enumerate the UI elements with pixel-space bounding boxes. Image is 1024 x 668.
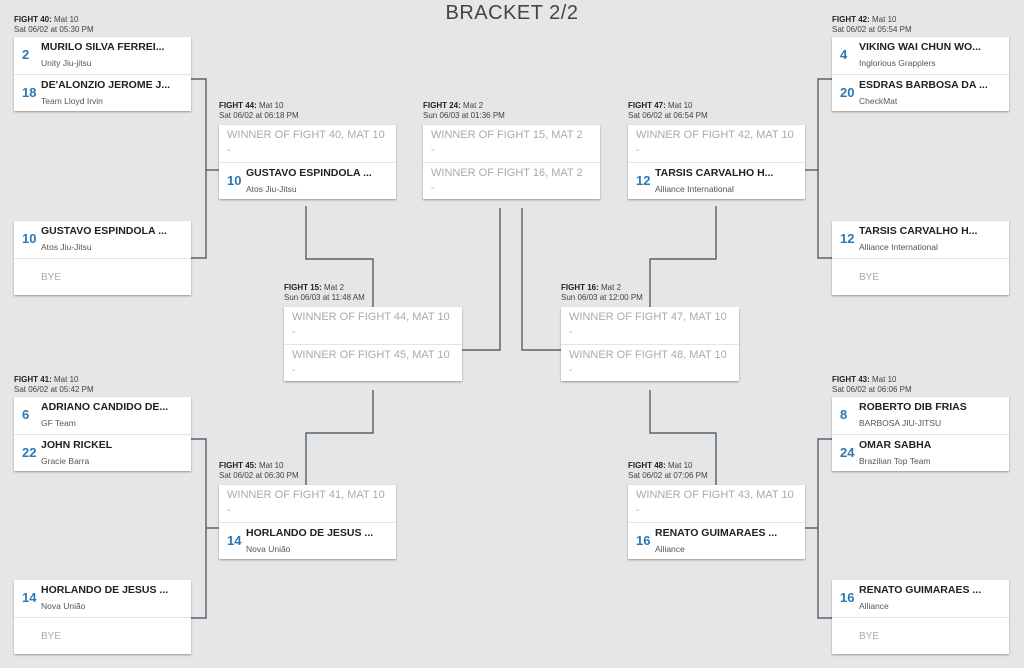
winner-slot: WINNER OF FIGHT 48, MAT 10- bbox=[561, 344, 739, 381]
winner-slot: WINNER OF FIGHT 43, MAT 10- bbox=[636, 489, 794, 516]
page-title: BRACKET 2/2 bbox=[445, 2, 579, 24]
winner-slot: WINNER OF FIGHT 45, MAT 10- bbox=[284, 344, 462, 381]
fight-40: FIGHT 40: Mat 10 Sat 06/02 at 05:30 PM 2… bbox=[14, 15, 191, 111]
fight-header: FIGHT 40: Mat 10 bbox=[14, 15, 79, 24]
fight-43: FIGHT 43: Mat 10 Sat 06/02 at 06:06 PM 8… bbox=[832, 375, 1009, 471]
bye-slot: BYE bbox=[14, 617, 191, 654]
fight-42: FIGHT 42: Mat 10 Sat 06/02 at 05:54 PM 4… bbox=[832, 15, 1009, 111]
winner-slot: WINNER OF FIGHT 42, MAT 10- bbox=[636, 129, 794, 156]
fight-45: FIGHT 45: Mat 10 Sat 06/02 at 06:30 PM W… bbox=[219, 461, 396, 559]
fight-16: FIGHT 16: Mat 2 Sun 06/03 at 12:00 PM WI… bbox=[561, 283, 739, 381]
bye-slot: BYE bbox=[14, 258, 191, 295]
winner-slot: WINNER OF FIGHT 16, MAT 2- bbox=[423, 162, 600, 199]
fight-15: FIGHT 15: Mat 2 Sun 06/03 at 11:48 AM WI… bbox=[284, 283, 462, 381]
bye-slot: BYE bbox=[832, 617, 1009, 654]
fight-47: FIGHT 47: Mat 10 Sat 06/02 at 06:54 PM W… bbox=[628, 101, 805, 199]
winner-slot: WINNER OF FIGHT 40, MAT 10- bbox=[227, 129, 385, 156]
winner-slot: WINNER OF FIGHT 15, MAT 2- bbox=[431, 129, 583, 156]
fight-date: Sat 06/02 at 05:30 PM bbox=[14, 25, 94, 34]
winner-slot: WINNER OF FIGHT 41, MAT 10- bbox=[227, 489, 385, 516]
fight-44: FIGHT 44: Mat 10 Sat 06/02 at 06:18 PM W… bbox=[219, 101, 396, 199]
bye-slot: BYE bbox=[832, 258, 1009, 295]
winner-slot: WINNER OF FIGHT 44, MAT 10- bbox=[292, 311, 450, 338]
fight-48: FIGHT 48: Mat 10 Sat 06/02 at 07:06 PM W… bbox=[628, 461, 805, 559]
winner-slot: WINNER OF FIGHT 47, MAT 10- bbox=[569, 311, 727, 338]
fight-24: FIGHT 24: Mat 2 Sun 06/03 at 01:36 PM WI… bbox=[423, 101, 600, 199]
fight-41: FIGHT 41: Mat 10 Sat 06/02 at 05:42 PM 6… bbox=[14, 375, 191, 471]
